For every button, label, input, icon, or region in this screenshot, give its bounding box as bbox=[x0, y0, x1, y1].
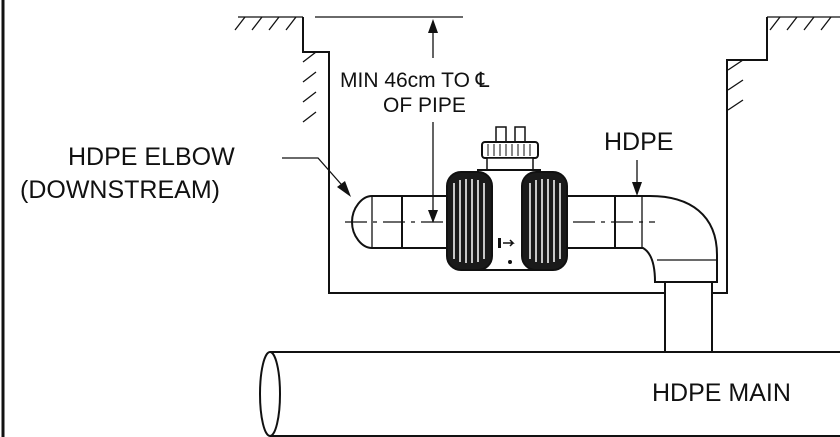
riser-pipe bbox=[664, 282, 713, 352]
depth-dimension bbox=[315, 16, 463, 223]
hdpe-elbow-right bbox=[614, 195, 718, 283]
min-depth-label-line1: MIN 46cm TO ℄ bbox=[340, 69, 490, 92]
elbow-leader-arrow bbox=[337, 181, 351, 197]
flow-meter bbox=[446, 126, 568, 271]
hdpe-main-pipe bbox=[259, 351, 840, 437]
elbow-leader bbox=[282, 157, 349, 193]
ground-hatch-right bbox=[727, 16, 840, 111]
min-depth-label-line2: OF PIPE bbox=[383, 94, 466, 117]
ground-hatch-left bbox=[234, 16, 317, 123]
hdpe-label: HDPE bbox=[604, 128, 673, 156]
pit-outline bbox=[302, 17, 768, 294]
elbow-label-line1: HDPE ELBOW bbox=[68, 143, 235, 171]
elbow-label-line2: (DOWNSTREAM) bbox=[20, 176, 220, 204]
hdpe-main-label: HDPE MAIN bbox=[652, 379, 791, 407]
hdpe-leader-arrow bbox=[632, 182, 642, 196]
